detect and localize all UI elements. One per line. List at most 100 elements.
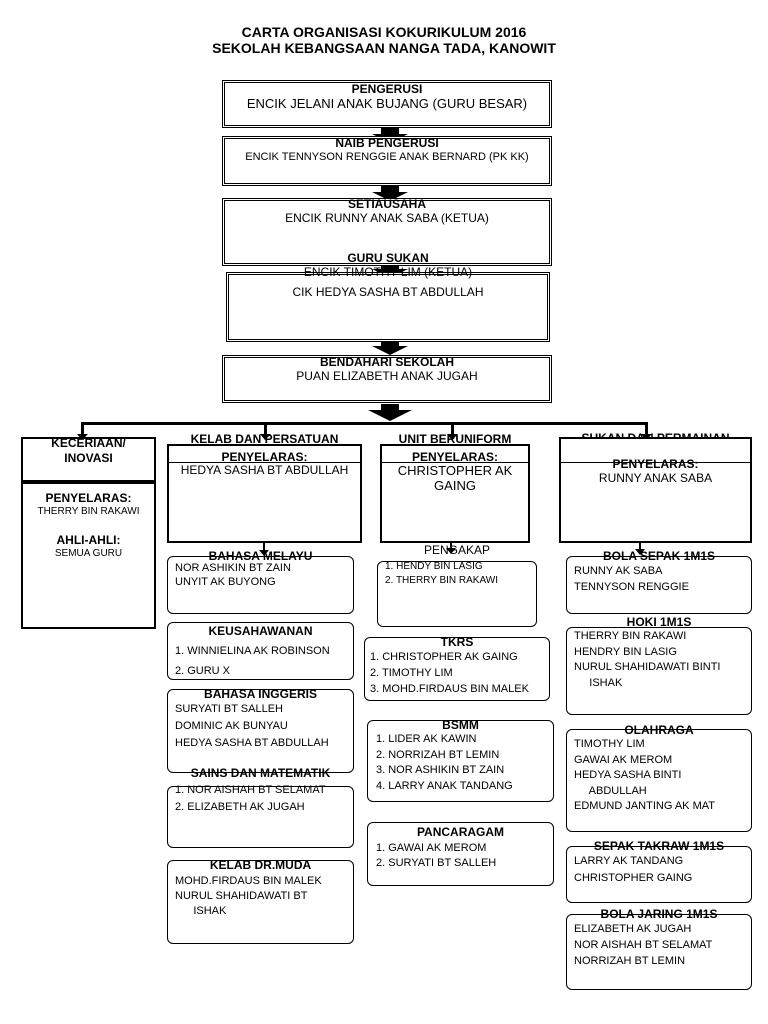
column-header-keceriaan: KECERIAAN/ INOVASI [21, 436, 156, 482]
unit-line: TENNYSON RENGGIE [574, 581, 689, 593]
unit-line: HEDYA SASHA BINTI [574, 769, 682, 781]
unit-line: TIMOTHY LIM [574, 738, 645, 750]
chart-title-line1: CARTA ORGANISASI KOKURIKULUM 2016 [241, 24, 527, 40]
members-label: AHLI-AHLI: [56, 533, 121, 547]
column-box-sukan: PENYELARAS: RUNNY ANAK SABA [559, 437, 752, 543]
chain-role-guru-sukan: GURU SUKAN [347, 251, 429, 265]
unit-line: 1. HENDY BIN LASIG [385, 561, 483, 572]
unit-line: RUNNY AK SABA [574, 565, 663, 577]
unit-box: BSMM 1. LIDER AK KAWIN 2. NORRIZAH BT LE… [367, 718, 554, 802]
chain-name: ENCIK RUNNY ANAK SABA (KETUA) [285, 211, 489, 225]
unit-box: KELAB DR.MUDA MOHD.FIRDAUS BIN MALEK NUR… [167, 858, 354, 944]
unit-box: TKRS 1. CHRISTOPHER AK GAING 2. TIMOTHY … [364, 635, 550, 701]
unit-line: ELIZABETH AK JUGAH [574, 923, 692, 935]
unit-line: 2. SURYATI BT SALLEH [376, 857, 497, 869]
chain-name: ENCIK JELANI ANAK BUJANG (GURU BESAR) [246, 96, 528, 111]
unit-line: NORRIZAH BT LEMIN [574, 955, 686, 967]
unit-line: NOR AISHAH BT SELAMAT [574, 939, 713, 951]
unit-title: BAHASA MELAYU [208, 549, 313, 563]
unit-line: SURYATI BT SALLEH [175, 703, 284, 715]
unit-box: BOLA SEPAK 1M1S RUNNY AK SABA TENNYSON R… [566, 549, 752, 614]
chain-role: BENDAHARI SEKOLAH [319, 355, 454, 369]
unit-line: 2. TIMOTHY LIM [370, 667, 453, 679]
column-title-kelab: KELAB DAN PERSATUAN [190, 432, 339, 446]
coordinator-name: THERRY BIN RAKAWI [37, 506, 140, 517]
unit-title: SEPAK TAKRAW 1M1S [593, 839, 725, 853]
unit-line: ABDULLAH [574, 784, 647, 797]
arrow-shaft-4 [381, 338, 399, 348]
column-box-unit: PENYELARAS: [380, 444, 530, 543]
unit-line: NOR ASHIKIN BT ZAIN [175, 562, 291, 574]
distribution-bar [82, 422, 648, 425]
unit-line: 1. CHRISTOPHER AK GAING [370, 651, 518, 663]
arrow-shaft-2 [381, 184, 399, 194]
unit-line: 1. NOR AISHAH BT SELAMAT [175, 784, 326, 796]
chain-name: ENCIK TENNYSON RENGGIE ANAK BERNARD (PK … [245, 151, 529, 163]
unit-line: 3. NOR ASHIKIN BT ZAIN [376, 764, 505, 776]
column-title-line1: KECERIAAN/ [51, 436, 126, 450]
unit-box: OLAHRAGA TIMOTHY LIM GAWAI AK MEROM HEDY… [566, 723, 752, 832]
chain-role: SETIAUSAHA [347, 197, 426, 211]
coordinator-name: RUNNY ANAK SABA [598, 471, 713, 485]
chain-box-pengerusi: PENGERUSI ENCIK JELANI ANAK BUJANG (GURU… [222, 80, 552, 128]
column-body-keceriaan: PENYELARAS: THERRY BIN RAKAWI AHLI-AHLI:… [21, 482, 156, 629]
unit-box: HOKI 1M1S THERRY BIN RAKAWI HENDRY BIN L… [566, 615, 752, 715]
chain-box-naib-pengerusi: NAIB PENGERUSI ENCIK TENNYSON RENGGIE AN… [222, 136, 552, 186]
unit-title: BAHASA INGGERIS [204, 687, 317, 701]
unit-title: SAINS DAN MATEMATIK [190, 766, 331, 780]
unit-line: 1. WINNIELINA AK ROBINSON [175, 645, 330, 657]
chain-role: PENGERUSI [351, 82, 423, 96]
chain-box-setiausaha: SETIAUSAHA ENCIK RUNNY ANAK SABA (KETUA) [222, 197, 552, 266]
chart-title-line2: SEKOLAH KEBANGSAAN NANGA TADA, KANOWIT [212, 40, 556, 56]
coordinator-label: PENYELARAS: [411, 450, 498, 464]
chain-box-bendahari: BENDAHARI SEKOLAH PUAN ELIZABETH ANAK JU… [222, 355, 552, 403]
unit-line: DOMINIC AK BUNYAU [175, 720, 288, 732]
divider [559, 462, 752, 463]
chain-name: CIK HEDYA SASHA BT ABDULLAH [292, 285, 484, 299]
chain-name-guru-sukan-ketua: ENCIK TIMOTHY LIM (KETUA) [303, 265, 473, 279]
column-box-kelab: PENYELARAS: [167, 444, 362, 543]
divider [380, 462, 530, 463]
unit-line: NURUL SHAHIDAWATI BT [175, 890, 308, 902]
chain-name: PUAN ELIZABETH ANAK JUGAH [296, 369, 478, 383]
unit-line: UNYIT AK BUYONG [175, 576, 276, 588]
unit-title: KELAB DR.MUDA [209, 858, 312, 872]
arrow-head-5 [368, 410, 412, 421]
arrow-head-2 [372, 192, 408, 201]
unit-line: EDMUND JANTING AK MAT [574, 800, 715, 812]
unit-line: ISHAK [175, 905, 227, 917]
unit-line: 2. NORRIZAH BT LEMIN [376, 748, 500, 761]
unit-title: TKRS [440, 635, 474, 649]
unit-box: BAHASA INGGERIS SURYATI BT SALLEH DOMINI… [167, 687, 354, 773]
members-text: SEMUA GURU [54, 548, 123, 559]
unit-line: CHRISTOPHER GAING [574, 872, 693, 884]
unit-line: 2. ELIZABETH AK JUGAH [175, 801, 305, 813]
unit-line: 4. LARRY ANAK TANDANG [376, 779, 513, 792]
coordinator-name-unit: CHRISTOPHER AK GAING [380, 463, 530, 493]
arrow-shaft-5 [381, 404, 399, 412]
coordinator-label: PENYELARAS: [221, 450, 308, 464]
column-title-line2: INOVASI [64, 451, 113, 465]
unit-title: BSMM [442, 718, 479, 732]
unit-box: PANCARAGAM 1. GAWAI AK MEROM 2. SURYATI … [367, 822, 554, 886]
coordinator-label: PENYELARAS: [45, 491, 132, 505]
unit-title: PANCARAGAM [416, 825, 505, 839]
unit-title: OLAHRAGA [624, 723, 694, 737]
unit-title: HOKI 1M1S [626, 615, 692, 629]
unit-box: PENGAKAP 1. HENDY BIN LASIG 2. THERRY BI… [377, 543, 537, 627]
arrow-shaft-3 [381, 265, 399, 271]
coordinator-label: PENYELARAS: [612, 457, 699, 471]
unit-line: HEDYA SASHA BT ABDULLAH [175, 737, 329, 749]
divider [167, 462, 362, 463]
unit-line: 2. THERRY BIN RAKAWI [385, 575, 498, 586]
unit-box: SAINS DAN MATEMATIK 1. NOR AISHAH BT SEL… [167, 766, 354, 848]
unit-box: BOLA JARING 1M1S ELIZABETH AK JUGAH NOR … [566, 907, 752, 990]
unit-title: BOLA SEPAK 1M1S [602, 549, 716, 563]
unit-title: BOLA JARING 1M1S [600, 907, 718, 921]
arrow-shaft-1 [381, 124, 399, 134]
chain-role: NAIB PENGERUSI [335, 136, 439, 150]
unit-line: 1. LIDER AK KAWIN [376, 733, 477, 745]
unit-line: THERRY BIN RAKAWI [574, 630, 687, 642]
unit-line: MOHD.FIRDAUS BIN MALEK [175, 875, 322, 887]
coordinator-name-line1: CHRISTOPHER AK [397, 463, 513, 478]
